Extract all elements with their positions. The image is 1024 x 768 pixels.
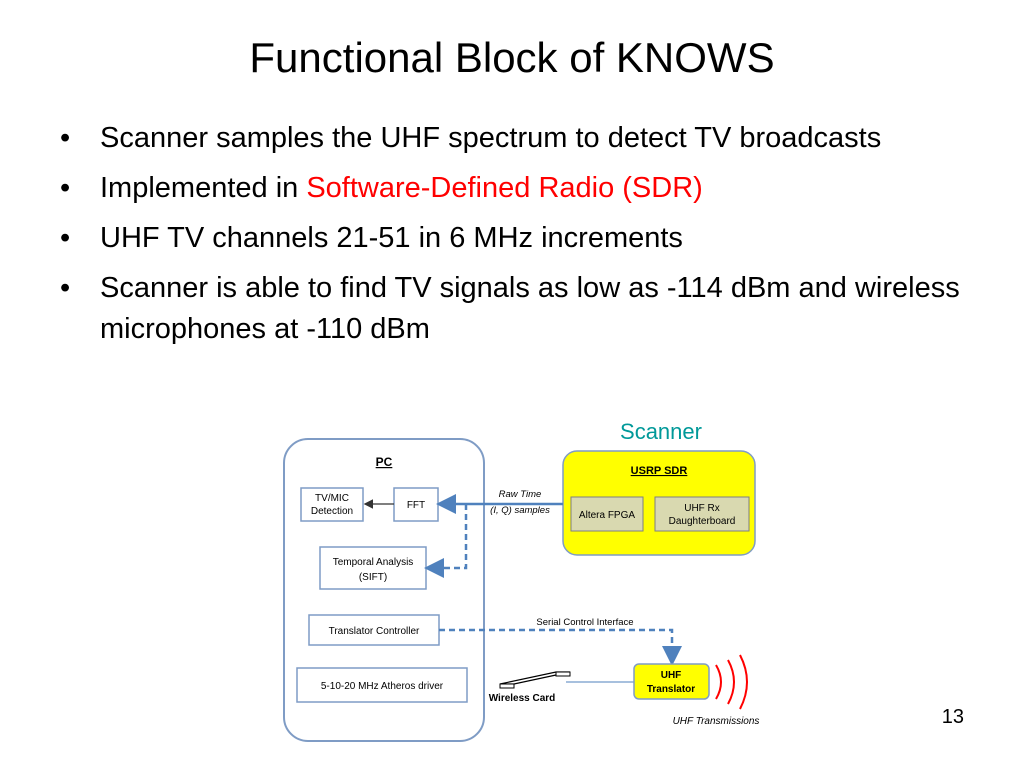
fft-label: FFT xyxy=(407,500,425,511)
altera-fpga-block xyxy=(570,496,644,532)
bullet-text: Scanner samples the UHF spectrum to dete… xyxy=(100,122,882,154)
fft-to-temporal-dashed-arrow xyxy=(424,504,468,578)
raw-time-label-line2: (I, Q) samples xyxy=(490,505,550,516)
bullet-text: Implemented in xyxy=(100,172,307,204)
serial-control-label: Serial Control Interface xyxy=(536,617,633,628)
bullet-highlight: Software-Defined Radio (SDR) xyxy=(306,172,703,204)
bullet-dot: • xyxy=(60,122,71,154)
uhf-rx-daughterboard-block xyxy=(654,496,750,532)
bullet-item: • UHF TV channels 21-51 in 6 MHz increme… xyxy=(60,218,960,259)
serial-control-dashed-arrow xyxy=(439,628,682,666)
bullet-text: Scanner is able to find TV signals as lo… xyxy=(100,272,960,345)
uhf-rx-label-line2: Daughterboard xyxy=(669,516,736,527)
pc-title: PC xyxy=(376,455,393,469)
wireless-card-icon xyxy=(499,671,571,689)
uhf-rx-label-line1: UHF Rx xyxy=(684,503,720,514)
bullet-text: UHF TV channels 21-51 in 6 MHz increment… xyxy=(100,222,683,254)
temporal-label-line2: (SIFT) xyxy=(359,572,387,583)
bullet-item: • Implemented in Software-Defined Radio … xyxy=(60,168,960,209)
uhf-transmissions-label: UHF Transmissions xyxy=(673,716,760,727)
altera-fpga-label: Altera FPGA xyxy=(579,510,635,521)
temporal-label-line1: Temporal Analysis xyxy=(333,557,414,568)
uhf-translator-label-line2: Translator xyxy=(647,684,695,695)
temporal-analysis-block xyxy=(319,546,427,590)
tv-mic-label-line1: TV/MIC xyxy=(315,493,349,504)
bullet-dot: • xyxy=(60,222,71,254)
translator-controller-label: Translator Controller xyxy=(329,626,420,637)
bullet-dot: • xyxy=(60,272,71,304)
usrp-sdr-title: USRP SDR xyxy=(631,465,688,477)
bullet-list: • Scanner samples the UHF spectrum to de… xyxy=(60,118,960,359)
atheros-driver-label: 5-10-20 MHz Atheros driver xyxy=(321,681,444,692)
bullet-item: • Scanner is able to find TV signals as … xyxy=(60,268,960,350)
slide-number: 13 xyxy=(941,706,964,728)
fft-block xyxy=(393,487,439,522)
scanner-label: Scanner xyxy=(620,419,702,444)
slide-title: Functional Block of KNOWS xyxy=(249,34,775,81)
atheros-driver-block xyxy=(296,667,468,703)
signal-waves-icon xyxy=(715,654,748,710)
tv-mic-detection-block xyxy=(300,487,364,522)
tv-mic-label-line2: Detection xyxy=(311,506,353,517)
bullet-dot: • xyxy=(60,172,71,204)
raw-time-label-line1: Raw Time xyxy=(499,489,542,500)
uhf-translator-block xyxy=(633,663,710,700)
bullet-item: • Scanner samples the UHF spectrum to de… xyxy=(60,118,960,159)
wireless-card-label: Wireless Card xyxy=(489,693,556,704)
uhf-translator-label-line1: UHF xyxy=(661,670,682,681)
